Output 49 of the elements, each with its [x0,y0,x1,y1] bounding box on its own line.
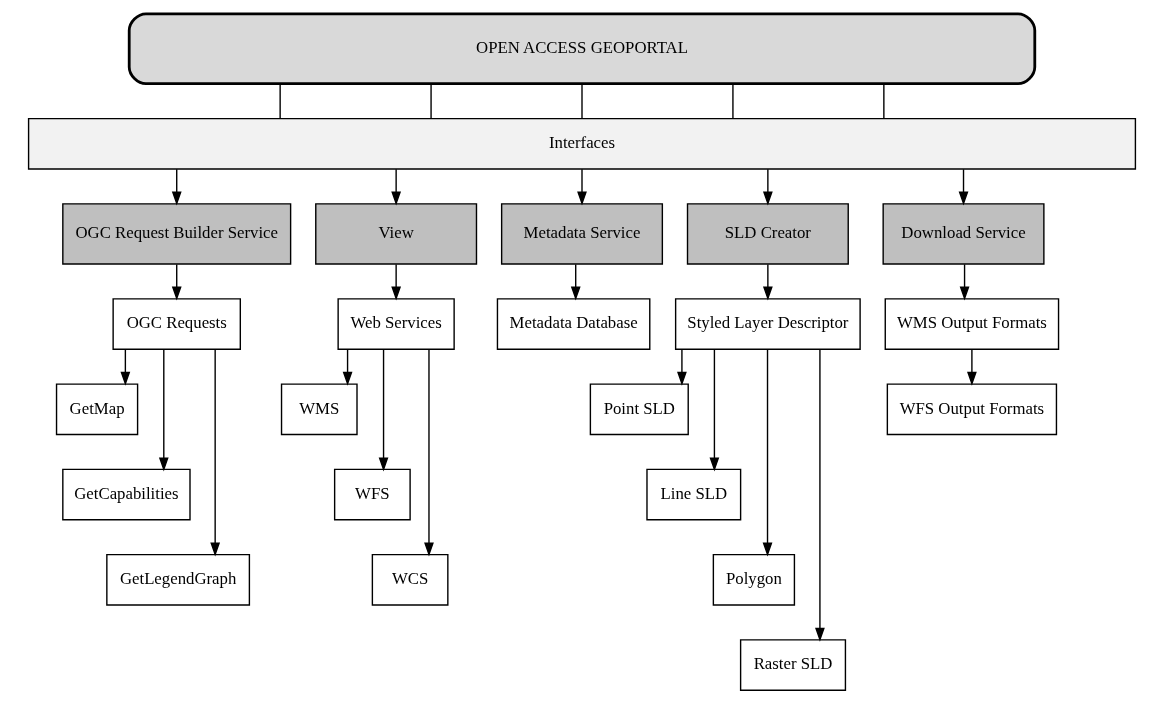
node-box: Web Services [337,298,455,350]
node-box: Metadata Database [496,298,651,350]
node-box: GetMap [55,383,139,436]
arrow [958,168,969,206]
arrow [815,349,825,642]
arrow [120,348,131,386]
node-box: WFS Output Formats [886,383,1058,436]
node-box: SLD Creator [686,203,849,265]
node-box: Raster SLD [739,639,847,691]
arrow [762,263,773,301]
node-box: Interfaces [27,117,1137,170]
arrow [570,263,581,301]
node-box: GetCapabilities [62,468,191,521]
arrow [967,348,977,386]
node-box: WMS Output Formats [884,298,1060,350]
arrow [378,348,389,472]
node-box: View [315,203,478,265]
node-box: WCS [371,553,449,606]
arrow [171,263,182,301]
connector [430,83,432,120]
arrow [210,348,221,557]
arrow [171,168,182,206]
connector [732,83,734,120]
node-box: Line SLD [646,468,742,521]
node-box: WMS [280,383,358,436]
node-box: Metadata Service [500,203,664,265]
arrow [342,348,353,386]
node-box: OGC Request Builder Service [62,203,292,265]
arrow [391,263,402,301]
arrow [709,348,720,472]
arrow [762,348,773,557]
node-box: OGC Requests [112,298,241,350]
arrow [158,348,169,472]
arrow [577,168,587,206]
node-box: Download Service [882,203,1045,265]
node-box: WFS [333,468,411,521]
connector [581,83,583,120]
node-box: GetLegendGraph [106,553,251,606]
arrow [959,263,970,301]
connector [883,83,885,120]
node-box: Point SLD [589,383,689,436]
node-box: Styled Layer Descriptor [674,298,861,350]
arrow [677,348,687,386]
connector [279,83,281,120]
node-box: OPEN ACCESS GEOPORTAL [127,12,1037,86]
arrow [391,168,402,206]
arrow [762,168,773,206]
node-box: Polygon [712,553,796,606]
arrow [424,348,434,557]
